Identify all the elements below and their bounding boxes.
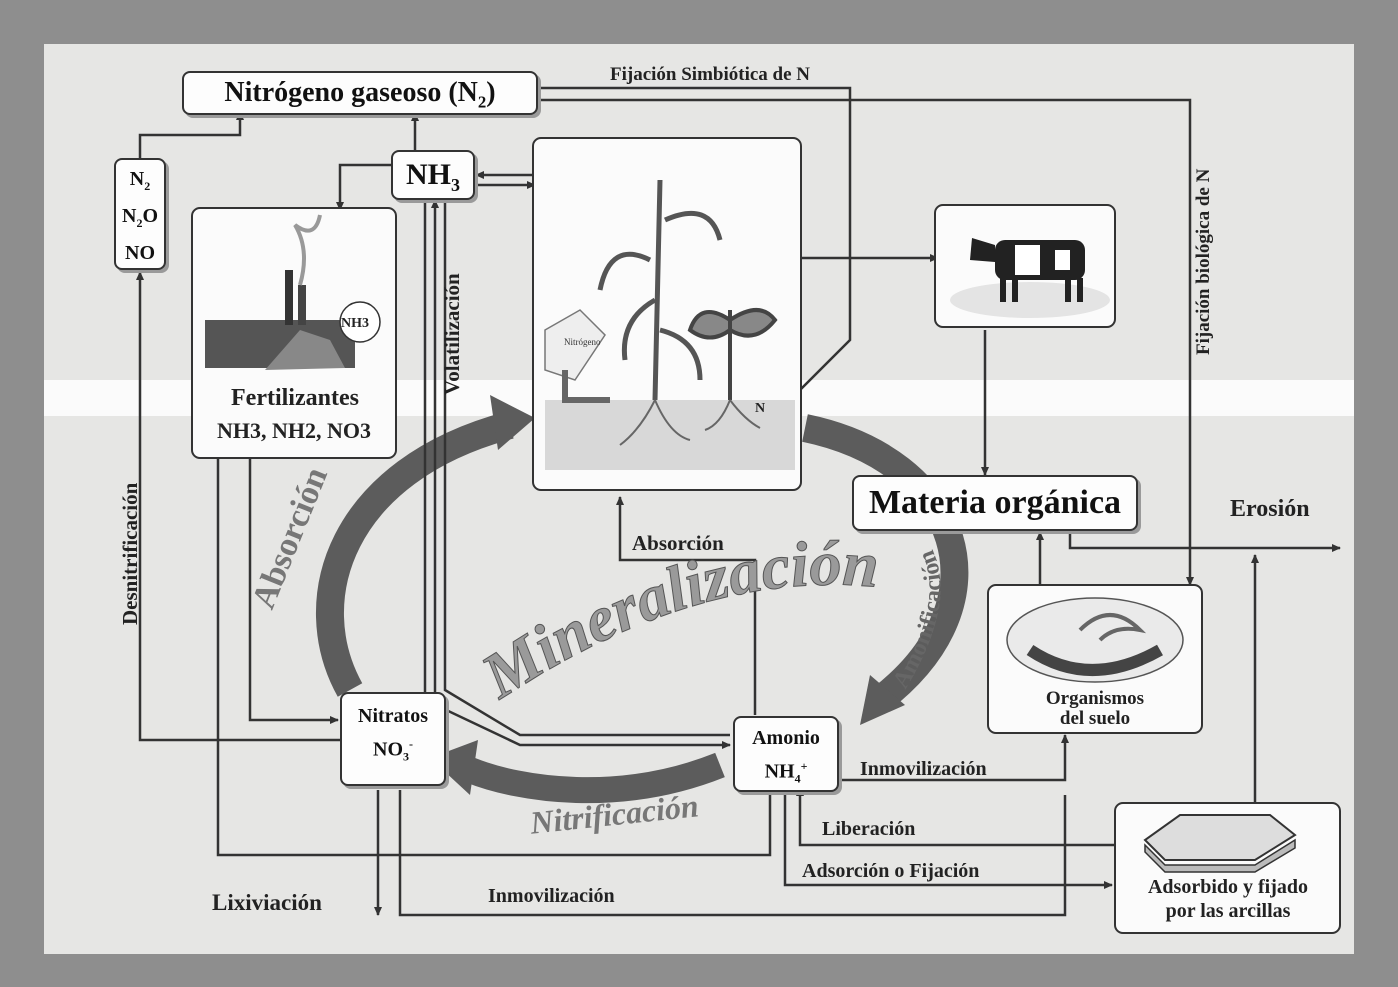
nitrates-sub: 3 [403, 749, 409, 764]
immobilization-right-arrow [840, 734, 1069, 782]
absorption-line [616, 496, 757, 715]
absorption-cycle-arrowhead [490, 395, 535, 450]
nitrification-cycle-arrow [465, 752, 725, 804]
nitrogen-gas-box: Nitrógeno gaseoso (N2) [182, 71, 538, 115]
n2-text: N [129, 168, 145, 190]
n2o-text: N [121, 205, 137, 227]
biological-fixation-label: Fijación biológica de N [1193, 168, 1214, 355]
adsorption-fixation-label: Adsorción o Fijación [802, 860, 980, 882]
nitrates-formula: NO [373, 738, 403, 761]
symbiotic-fixation-line [540, 86, 852, 411]
clays-line1: Adsorbido y fijado [1147, 876, 1309, 898]
soil-organisms-illustration [987, 584, 1203, 734]
nitrogen-gas-text: Nitrógeno gaseoso (N [224, 77, 478, 108]
ammonium-box: Amonio NH4+ [733, 716, 839, 792]
clays-illustration [1114, 802, 1341, 934]
fertilizer-to-nitrates-line [248, 455, 339, 724]
ammonium-formula: NH [764, 760, 795, 783]
factory-nh3-label: NH3 [341, 316, 369, 331]
absorption-cycle-arrow [316, 411, 514, 697]
adsorption-fixation-arrow [783, 790, 1113, 889]
organic-matter-text: Materia orgánica [868, 484, 1122, 521]
clays-line2: por las arcillas [1165, 900, 1291, 922]
nh3-box: NH3 [391, 150, 475, 200]
ammonium-sup: + [800, 759, 808, 773]
immobilization-right-label: Inmovilización [860, 758, 987, 780]
immobilization-bottom-label: Inmovilización [488, 885, 615, 907]
ammonification-cycle-arrow [802, 414, 969, 712]
nitrogen-gas-sub: 2 [477, 92, 487, 112]
soil-organisms-line2: del suelo [1059, 708, 1131, 729]
release-arrow [796, 787, 1120, 847]
denitrification-line [136, 271, 345, 742]
n-mark: N [755, 401, 765, 416]
nh3-to-fertilizer-arrow [336, 163, 395, 211]
no-text: NO [125, 242, 155, 264]
gases-to-n2-arrow [138, 111, 244, 160]
cow-illustration [934, 204, 1116, 328]
immobilization-bottom-line [398, 790, 1067, 917]
nitrogen-gas-tail: ) [486, 77, 496, 108]
cycle-arrows [316, 395, 969, 804]
leaching-label: Lixiviación [212, 890, 322, 915]
nh3-sub: 3 [451, 175, 460, 195]
nitrates-sup: - [409, 737, 413, 751]
release-label: Liberación [822, 818, 916, 840]
absorption-center-label: Absorción [632, 531, 724, 555]
plant-illustration: Nitrógeno N [532, 137, 802, 491]
ammonium-label: Amonio [752, 727, 820, 749]
biological-fixation-line [540, 98, 1194, 586]
n2o-tail: O [142, 205, 158, 227]
flow-lines [136, 86, 1341, 917]
volatilization-line-1 [423, 200, 731, 749]
n2o-sub: 2 [136, 216, 143, 230]
volatilization-label: Volatilización [440, 273, 464, 395]
factory-illustration: NH3 [191, 207, 397, 459]
erosion-label: Erosión [1230, 496, 1310, 522]
bag-label: Nitrógeno [564, 337, 601, 347]
volatilization-line-3 [443, 200, 730, 737]
soil-organisms-line1: Organismos [1045, 688, 1145, 709]
gases-box: N2 N2O NO [114, 158, 166, 270]
fertilizers-formula: NH3, NH2, NO3 [217, 418, 371, 443]
ammonium-sub: 4 [794, 771, 801, 786]
n2-sub: 2 [144, 179, 151, 193]
nitrates-box: Nitratos NO3- [340, 692, 446, 786]
denitrification-label: Desnitrificación [118, 482, 142, 625]
ammonification-cycle-arrowhead [860, 675, 905, 725]
nh3-text: NH [406, 158, 451, 191]
nitrates-label: Nitratos [358, 705, 428, 727]
symbiotic-fixation-label: Fijación Simbiótica de N [610, 64, 811, 85]
fertilizers-title: Fertilizantes [231, 385, 359, 411]
organic-matter-box: Materia orgánica [852, 475, 1138, 531]
fertilizer-to-ammonium-line [216, 455, 774, 857]
ammonification-label: Amonificación [888, 547, 947, 693]
